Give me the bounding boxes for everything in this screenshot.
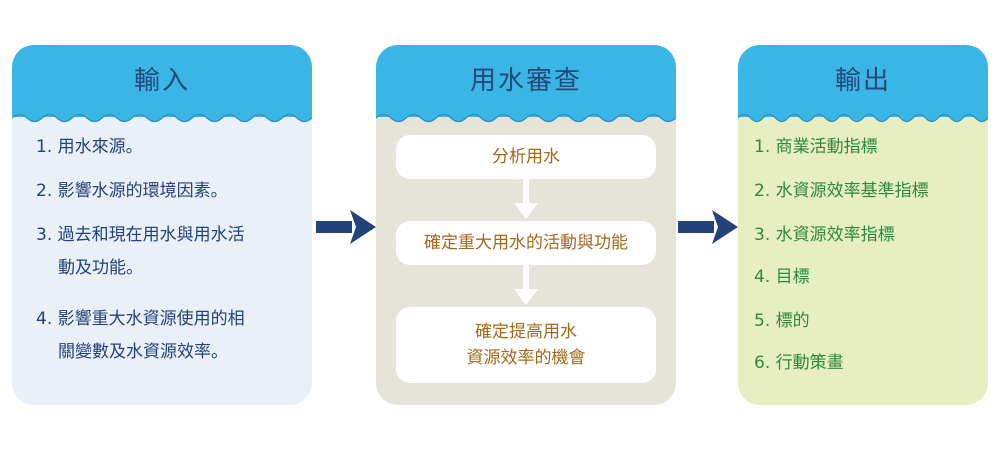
- review-wave-divider: [376, 111, 676, 123]
- output-item-text: 6. 行動策畫: [754, 353, 844, 373]
- input-item-text: 3. 過去和現在用水與用水活: [36, 225, 245, 245]
- input-item-text: 2. 影響水源的環境因素。: [36, 181, 228, 201]
- input-item-text-continued: 關變數及水資源效率。: [58, 342, 228, 362]
- output-item: 1. 商業活動指標: [754, 135, 878, 160]
- input-item: 2. 影響水源的環境因素。: [36, 179, 228, 204]
- review-step-opportunity: 確定提高用水 資源效率的機會: [396, 307, 656, 383]
- flow-arrow-right-icon: [316, 210, 376, 244]
- output-panel-title: 輸出: [834, 66, 891, 96]
- down-arrow-icon: [514, 179, 538, 219]
- input-panel-title: 輸入: [133, 66, 190, 96]
- output-item: 3. 水資源效率指標: [754, 223, 895, 248]
- review-step-analyze: 分析用水: [396, 135, 656, 179]
- output-item-text: 2. 水資源效率基準指標: [754, 181, 929, 201]
- output-item: 6. 行動策畫: [754, 351, 844, 376]
- review-step-text-continued: 資源效率的機會: [466, 348, 586, 368]
- output-item: 4. 目標: [754, 265, 810, 290]
- output-panel-header: [738, 45, 988, 117]
- output-wave-divider: [738, 111, 988, 123]
- review-panel: 用水審查 分析用水 確定重大用水的活動與功能 確定提高用水 資源效率的機會: [376, 45, 676, 405]
- input-item: 3. 過去和現在用水與用水活 動及功能。: [36, 223, 245, 281]
- input-item: 4. 影響重大水資源使用的相 關變數及水資源效率。: [36, 307, 245, 365]
- review-step-text: 分析用水: [492, 147, 560, 167]
- review-panel-title: 用水審查: [469, 66, 582, 96]
- output-item: 2. 水資源效率基準指標: [754, 179, 929, 204]
- review-step-text: 確定提高用水: [475, 322, 577, 342]
- output-item-text: 5. 標的: [754, 311, 810, 331]
- review-panel-header: [376, 45, 676, 117]
- input-item-text: 4. 影響重大水資源使用的相: [36, 309, 245, 329]
- input-panel: 輸入 1. 用水來源。 2. 影響水源的環境因素。 3. 過去和現在用水與用水活…: [12, 45, 312, 405]
- flow-arrow-right-icon: [678, 210, 738, 244]
- output-item-text: 3. 水資源效率指標: [754, 225, 895, 245]
- input-panel-header: [12, 45, 312, 117]
- output-item-text: 4. 目標: [754, 267, 810, 287]
- input-wave-divider: [12, 111, 312, 123]
- input-item: 1. 用水來源。: [36, 135, 143, 160]
- output-item-text: 1. 商業活動指標: [754, 137, 878, 157]
- output-item: 5. 標的: [754, 309, 810, 334]
- review-step-text: 確定重大用水的活動與功能: [424, 233, 628, 253]
- down-arrow-icon: [514, 265, 538, 305]
- output-panel: 輸出 1. 商業活動指標 2. 水資源效率基準指標 3. 水資源效率指標 4. …: [738, 45, 988, 405]
- input-item-text-continued: 動及功能。: [58, 258, 143, 278]
- input-item-text: 1. 用水來源。: [36, 137, 143, 157]
- review-step-identify: 確定重大用水的活動與功能: [396, 221, 656, 265]
